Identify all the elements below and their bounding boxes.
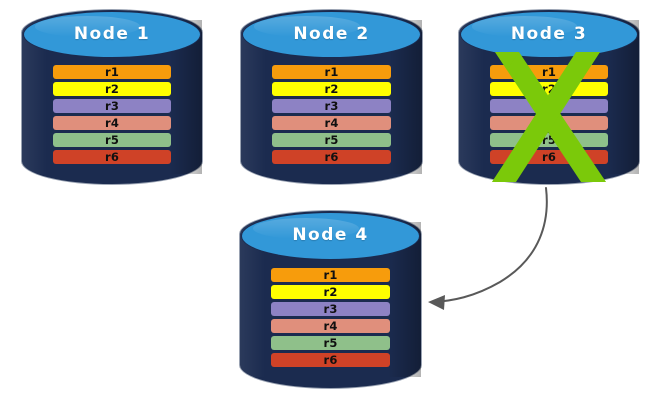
record-bar-r1[interactable]: r1: [489, 65, 609, 79]
node-4-title: Node 4: [292, 225, 369, 246]
connector-arrowhead-icon: [428, 295, 445, 310]
record-bar-r3[interactable]: r3: [489, 99, 609, 113]
record-bar-r6[interactable]: r6: [489, 150, 609, 164]
node-4-records: r1 r2 r3 r4 r5 r6: [270, 268, 391, 367]
node-1[interactable]: Node 1 r1 r2 r3 r4 r5 r6: [22, 10, 202, 184]
record-bar-r4[interactable]: r4: [489, 116, 609, 130]
record-bar-r1[interactable]: r1: [270, 268, 391, 282]
record-bar-r5[interactable]: r5: [271, 133, 392, 147]
node-1-title: Node 1: [73, 23, 151, 44]
record-bar-r3[interactable]: r3: [270, 302, 391, 316]
node-1-records: r1 r2 r3 r4 r5 r6: [52, 65, 172, 164]
record-bar-r1[interactable]: r1: [52, 65, 172, 79]
node-2-records: r1 r2 r3 r4 r5 r6: [271, 65, 392, 164]
record-bar-r2[interactable]: r2: [271, 82, 392, 96]
node-3-records: r1 r2 r3 r4 r5 r6: [489, 65, 609, 164]
record-bar-r4[interactable]: r4: [52, 116, 172, 130]
record-bar-r2[interactable]: r2: [489, 82, 609, 96]
record-bar-r1[interactable]: r1: [271, 65, 392, 79]
record-bar-r4[interactable]: r4: [271, 116, 392, 130]
record-bar-r6[interactable]: r6: [271, 150, 392, 164]
record-bar-r2[interactable]: r2: [52, 82, 172, 96]
node-3[interactable]: Node 3 r1 r2 r3 r4 r5 r6: [459, 10, 639, 184]
record-bar-r5[interactable]: r5: [270, 336, 391, 350]
record-bar-r3[interactable]: r3: [271, 99, 392, 113]
node-4[interactable]: Node 4 r1 r2 r3 r4 r5 r6: [240, 211, 421, 388]
record-bar-r6[interactable]: r6: [52, 150, 172, 164]
record-bar-r4[interactable]: r4: [270, 319, 391, 333]
node-3-title: Node 3: [510, 23, 588, 44]
node-2-title: Node 2: [293, 23, 370, 44]
record-bar-r3[interactable]: r3: [52, 99, 172, 113]
record-bar-r6[interactable]: r6: [270, 353, 391, 367]
connector-line: [432, 187, 548, 303]
record-bar-r5[interactable]: r5: [52, 133, 172, 147]
record-bar-r5[interactable]: r5: [489, 133, 609, 147]
record-bar-r2[interactable]: r2: [270, 285, 391, 299]
node-2[interactable]: Node 2 r1 r2 r3 r4 r5 r6: [241, 10, 422, 184]
